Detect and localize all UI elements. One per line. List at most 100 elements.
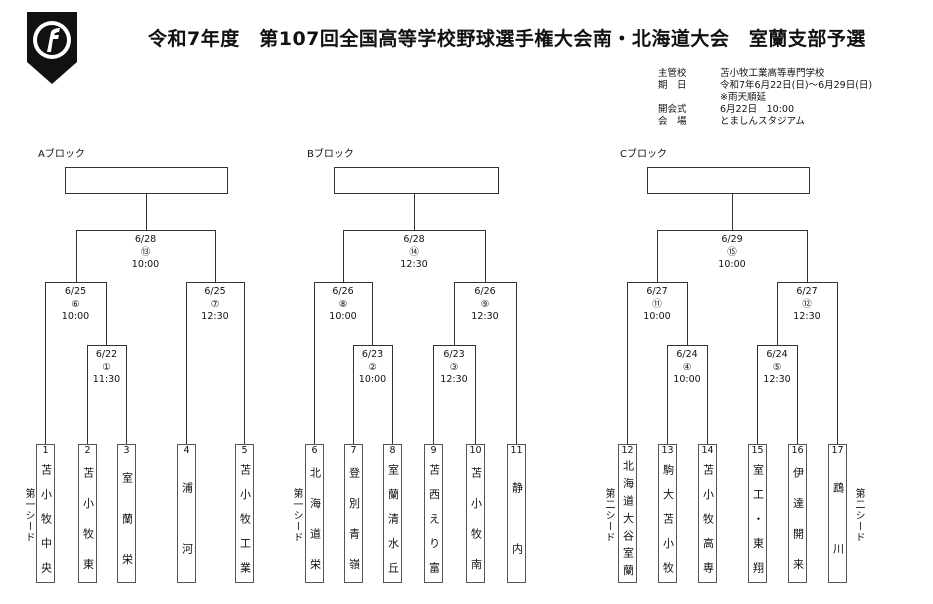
match-number: ① <box>102 361 111 373</box>
bracket-line <box>837 282 838 444</box>
block-b-label: Bブロック <box>307 149 354 160</box>
seed-label: 第一シード <box>23 488 34 543</box>
event-info: 主管校苫小牧工業高等専門学校期 日 令和7年6月22日(日)～6月29日(日)※雨… <box>658 68 872 128</box>
bracket-line <box>707 345 708 444</box>
team-box: 15 室工・東翔 <box>748 444 767 586</box>
match-time: 10:00 <box>131 259 160 270</box>
winner-box <box>647 167 810 194</box>
bracket-line <box>757 345 798 346</box>
match-number: ② <box>368 361 377 373</box>
info-key: 期 日 <box>658 80 687 91</box>
bracket-line <box>45 282 107 283</box>
team-name: 苫小牧東 <box>81 466 95 589</box>
team-number: 1 <box>42 445 49 456</box>
match-date: 6/25 <box>64 286 87 297</box>
block-c-label: Cブロック <box>620 149 667 160</box>
seed-label: 第一シード <box>291 488 302 543</box>
info-row: 主管校苫小牧工業高等専門学校 <box>658 68 872 80</box>
bracket-line <box>777 282 838 283</box>
match-time: 12:30 <box>201 311 229 322</box>
bracket-line <box>807 230 808 282</box>
match-number: ⑤ <box>772 361 782 373</box>
bracket-line <box>757 345 758 444</box>
match-date: 6/26 <box>474 286 496 297</box>
team-name: 伊達開来 <box>791 466 805 589</box>
team-name: 鵡川 <box>831 482 845 604</box>
bracket-line <box>314 282 315 444</box>
team-number: 15 <box>751 445 764 456</box>
bracket-line <box>687 282 688 345</box>
page-title: 令和7年度 第107回全国高等学校野球選手権大会南・北海道大会 室蘭支部予選 <box>148 28 866 50</box>
info-value: 令和7年6月22日(日)～6月29日(日) <box>720 80 873 91</box>
bracket-line <box>106 282 107 345</box>
team-name: 苫西えり富 <box>427 463 441 586</box>
bracket-line <box>454 282 455 345</box>
bracket-line <box>372 282 373 345</box>
match-date: 6/23 <box>361 349 384 360</box>
team-number: 17 <box>831 445 844 456</box>
seed-label: 第二シード <box>853 488 864 543</box>
match-date: 6/28 <box>403 234 425 245</box>
match-date: 6/25 <box>204 286 226 297</box>
bracket-line <box>657 230 658 282</box>
match-time: 12:30 <box>440 374 468 385</box>
match-time: 10:00 <box>358 374 387 385</box>
info-row: ※雨天順延 <box>658 92 872 104</box>
match-date: 6/26 <box>332 286 354 297</box>
team-number: 13 <box>661 445 674 456</box>
match-time: 10:00 <box>673 374 701 385</box>
team-name: 静内 <box>510 482 524 604</box>
bracket-line <box>353 345 354 444</box>
bracket-line <box>433 345 476 346</box>
winner-box <box>334 167 499 194</box>
bracket-line <box>392 345 393 444</box>
team-name: 苫小牧高専 <box>701 463 715 586</box>
bracket-line <box>87 345 127 346</box>
info-value: 6月22日 10:00 <box>720 104 795 115</box>
bracket-line <box>667 345 668 444</box>
team-box: 2 苫小牧東 <box>78 444 97 589</box>
team-name: 室工・東翔 <box>751 463 765 586</box>
bracket-line <box>475 345 476 444</box>
team-number: 7 <box>350 445 357 456</box>
match-number: ⑧ <box>338 298 348 310</box>
info-value: 苫小牧工業高等専門学校 <box>720 68 825 79</box>
match-number: ⑮ <box>727 246 737 258</box>
team-name: 苫小牧中央 <box>39 463 53 586</box>
team-number: 10 <box>469 445 482 456</box>
logo-icon <box>27 12 77 84</box>
info-value: ※雨天順延 <box>720 92 766 103</box>
bracket-line <box>627 282 628 444</box>
info-key: 開会式 <box>658 104 687 115</box>
match-date: 6/22 <box>95 349 118 360</box>
match-date: 6/29 <box>721 234 743 245</box>
team-name: 北海道栄 <box>308 466 322 589</box>
bracket-line <box>732 193 733 230</box>
bracket-line <box>353 345 393 346</box>
match-number: ④ <box>682 361 692 373</box>
bracket-line <box>76 230 216 231</box>
bracket-line <box>126 345 127 444</box>
bracket-line <box>433 345 434 444</box>
match-time: 10:00 <box>61 311 90 322</box>
bracket-line <box>314 282 373 283</box>
team-number: 2 <box>84 445 91 456</box>
match-number: ⑥ <box>71 298 80 310</box>
